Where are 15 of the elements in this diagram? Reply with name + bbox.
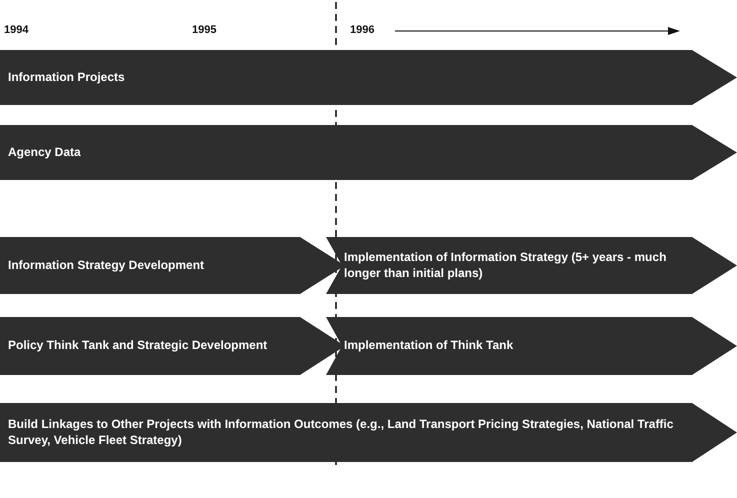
bar-label: Build Linkages to Other Projects with Information Outcomes (e.g., Land Transport Pricing Strategies, National Traffic Survey, Vehicle Fleet Strategy) — [8, 416, 674, 448]
chevron-bar — [326, 317, 737, 375]
bar-label: Information Projects — [8, 70, 125, 86]
chevron-bar — [0, 125, 737, 180]
chevron-bar — [0, 403, 737, 462]
year-label: 1996 — [350, 24, 374, 36]
bar-label: Implementation of Information Strategy (5+ years - much longer than initial plans) — [344, 250, 668, 282]
year-label: 1994 — [4, 24, 28, 36]
bar-label: Policy Think Tank and Strategic Development — [8, 338, 268, 354]
chevron-bar — [0, 50, 737, 105]
bar-label: Implementation of Think Tank — [344, 338, 514, 354]
bar-label: Information Strategy Development — [8, 258, 204, 274]
year-label: 1995 — [192, 24, 216, 36]
bar-label: Agency Data — [8, 144, 81, 160]
chevron-bar — [326, 237, 737, 294]
